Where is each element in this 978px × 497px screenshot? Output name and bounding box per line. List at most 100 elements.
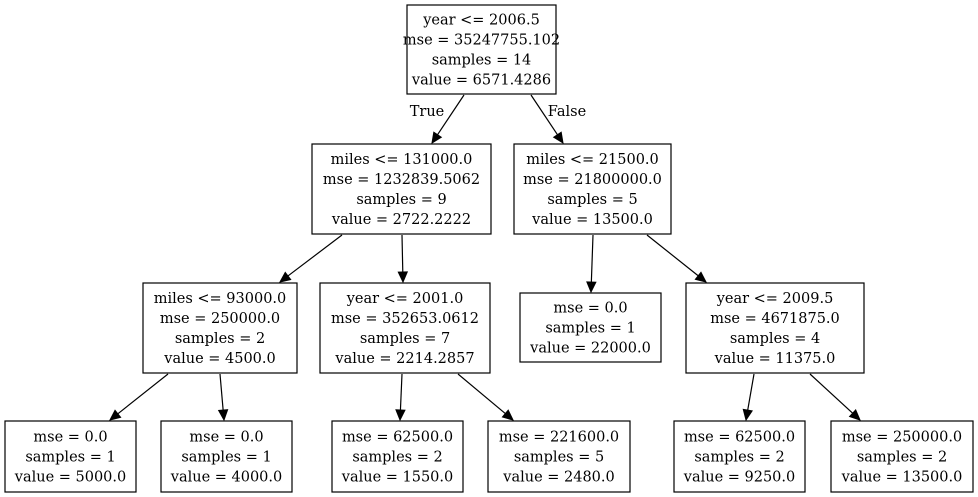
node-text-line: value = 5000.0 <box>14 470 127 486</box>
node-text-line: value = 9250.0 <box>683 470 796 486</box>
arrowhead <box>694 271 707 283</box>
edge-n1-n3 <box>279 234 343 283</box>
node-text-line: value = 13500.0 <box>841 470 963 486</box>
node-text-line: miles <= 93000.0 <box>154 291 287 307</box>
edge-line <box>590 234 594 283</box>
edge-line <box>530 94 558 136</box>
edge-label: True <box>410 104 445 120</box>
arrowhead <box>552 131 564 145</box>
node-text-line: mse = 1232839.5062 <box>323 172 480 188</box>
node-box <box>319 282 491 374</box>
node-text-line: mse = 62500.0 <box>342 430 453 446</box>
arrowhead <box>217 409 229 422</box>
node-text-line: samples = 1 <box>181 450 271 466</box>
node-text-line: value = 22000.0 <box>529 341 651 357</box>
edge-line <box>809 373 854 414</box>
edges-layer: True False <box>109 94 861 422</box>
node-text-line: samples = 2 <box>175 331 265 347</box>
node-box <box>513 143 672 235</box>
edge-n4-n9 <box>395 373 406 422</box>
edge-line <box>457 373 506 415</box>
node-text-line: mse = 0.0 <box>553 301 627 317</box>
arrowhead <box>501 409 514 421</box>
node-text-line: mse = 4671875.0 <box>710 311 840 327</box>
node-text-line: samples = 1 <box>545 321 635 337</box>
tree-node-n1: miles <= 131000.0 mse = 1232839.5062 sampl… <box>311 143 492 235</box>
node-text-line: year <= 2001.0 <box>346 291 464 307</box>
node-box <box>331 420 464 493</box>
node-text-line: year <= 2009.5 <box>716 291 834 307</box>
arrowhead <box>395 409 406 422</box>
edge-n6-n11 <box>742 373 755 422</box>
tree-node-n9: mse = 62500.0 samples = 2 value = 1550.0 <box>331 420 464 493</box>
node-text-line: value = 2214.2857 <box>334 351 474 367</box>
arrowhead <box>279 271 292 283</box>
node-box <box>160 420 293 493</box>
edge-line <box>117 373 169 415</box>
edge-line <box>646 234 699 277</box>
node-text-line: value = 2722.2222 <box>331 212 471 228</box>
edge-n3-n7 <box>109 373 169 421</box>
tree-node-n2: miles <= 21500.0 mse = 21800000.0 samples … <box>513 143 672 235</box>
node-text-line: samples = 14 <box>432 53 532 69</box>
edge-n1-n4 <box>397 234 409 284</box>
node-text-line: mse = 35247755.102 <box>403 33 560 49</box>
node-text-line: samples = 5 <box>547 192 637 208</box>
tree-node-n12: mse = 250000.0 samples = 2 value = 13500.0 <box>830 420 974 493</box>
node-text-line: miles <= 131000.0 <box>331 152 473 168</box>
tree-node-n10: mse = 221600.0 samples = 5 value = 2480.0 <box>487 420 631 493</box>
edge-line <box>219 373 224 411</box>
edge-line <box>747 373 755 411</box>
node-text-line: value = 4500.0 <box>163 351 276 367</box>
edge-n0-n2: False <box>530 94 586 145</box>
edge-n3-n8 <box>217 373 229 422</box>
node-text-line: mse = 0.0 <box>33 430 107 446</box>
node-text-line: value = 11375.0 <box>714 351 836 367</box>
node-text-line: samples = 4 <box>730 331 820 347</box>
node-box <box>673 420 806 493</box>
node-text-line: samples = 5 <box>514 450 604 466</box>
node-text-line: mse = 221600.0 <box>499 430 619 446</box>
arrowhead <box>109 409 122 421</box>
tree-node-n0: year <= 2006.5 mse = 35247755.102 samples … <box>403 4 560 95</box>
node-text-line: samples = 2 <box>352 450 442 466</box>
edge-line <box>437 94 465 136</box>
edge-n0-n1: True <box>410 94 465 145</box>
arrowhead <box>397 271 409 284</box>
node-box <box>4 420 137 493</box>
node-text-line: samples = 7 <box>360 331 450 347</box>
node-text-line: samples = 1 <box>25 450 115 466</box>
node-text-line: miles <= 21500.0 <box>526 152 659 168</box>
arrowhead <box>431 131 443 145</box>
node-text-line: samples = 2 <box>857 450 947 466</box>
node-text-line: mse = 250000.0 <box>842 430 962 446</box>
edge-n2-n5 <box>586 234 597 294</box>
tree-node-n7: mse = 0.0 samples = 1 value = 5000.0 <box>4 420 137 493</box>
tree-node-n5: mse = 0.0 samples = 1 value = 22000.0 <box>519 292 662 363</box>
edge-line <box>399 373 403 411</box>
node-box <box>406 4 557 95</box>
arrowhead <box>742 408 753 422</box>
node-text-line: mse = 21800000.0 <box>523 172 662 188</box>
tree-node-n4: year <= 2001.0 mse = 352653.0612 samples =… <box>319 282 491 374</box>
node-text-line: value = 4000.0 <box>170 470 283 486</box>
node-box <box>142 282 298 374</box>
edge-label: False <box>548 104 586 120</box>
edge-line <box>287 234 343 277</box>
edge-n2-n6 <box>646 234 707 283</box>
node-box <box>519 292 662 363</box>
node-box <box>830 420 974 493</box>
node-text-line: mse = 352653.0612 <box>331 311 479 327</box>
node-text-line: year <= 2006.5 <box>422 13 540 29</box>
edge-n4-n10 <box>457 373 514 421</box>
node-text-line: value = 1550.0 <box>341 470 454 486</box>
node-text-line: value = 13500.0 <box>531 212 653 228</box>
node-text-line: samples = 9 <box>356 192 446 208</box>
edge-line <box>401 234 404 273</box>
nodes-layer: year <= 2006.5 mse = 35247755.102 samples … <box>4 4 974 493</box>
node-text-line: value = 2480.0 <box>502 470 615 486</box>
